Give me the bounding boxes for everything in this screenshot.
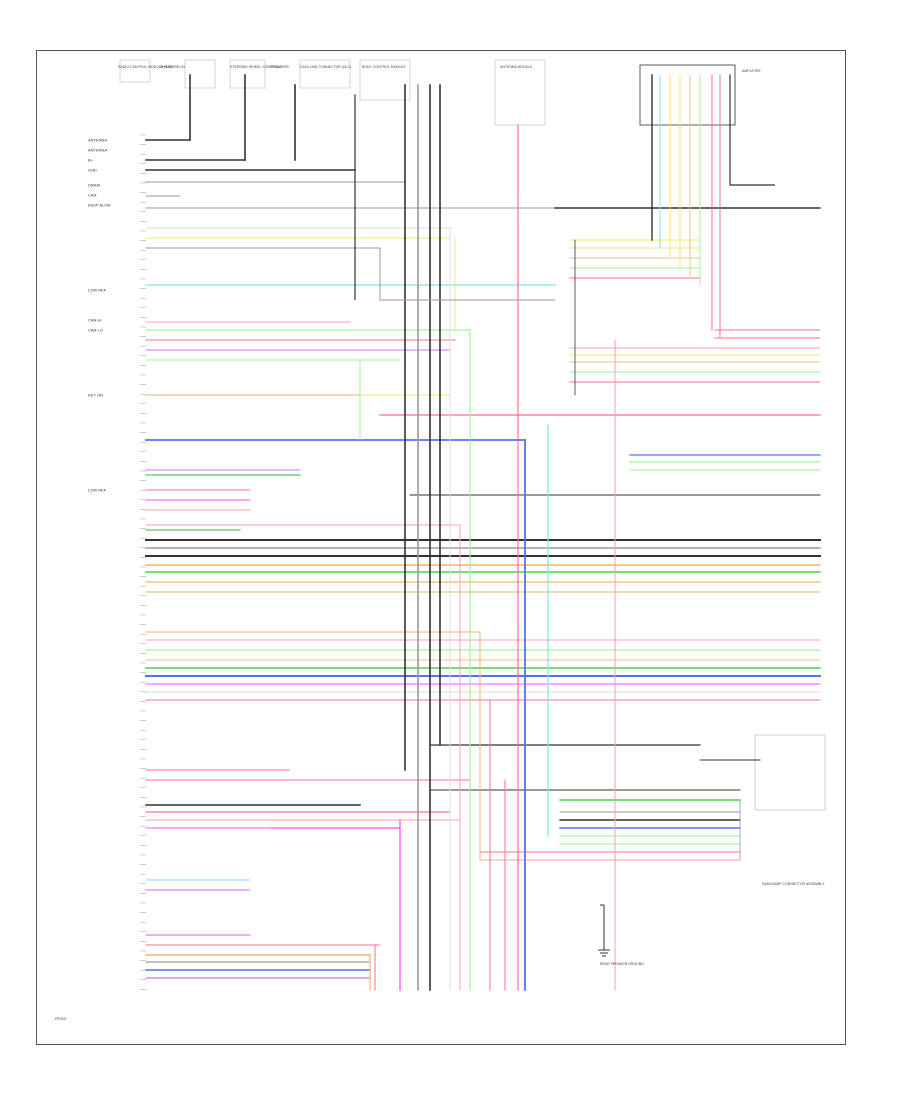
header-label-3: SPEAKERS [270, 65, 290, 69]
vertical-wires [189, 74, 775, 991]
wire-route [270, 827, 401, 990]
left-row-label: GND [88, 168, 97, 173]
right-block-label: RADIO/AMP CONNECTOR ASSEMBLY [762, 882, 825, 886]
diagram-frame [36, 50, 846, 1045]
header-label-0: RADIO CONTROL MODULE FUSE/RELAY [118, 65, 186, 69]
antenna-module-box [494, 59, 546, 126]
connector-pin-ticks [139, 134, 147, 990]
shield-box [184, 59, 216, 89]
left-row-label: LOW REF [88, 488, 107, 493]
header-label-4: DATA LINK CONNECTOR (DLC) [300, 65, 351, 69]
left-row-label: ANTENNA [88, 138, 107, 143]
left-row-label: DRAIN [88, 183, 101, 188]
corner-label: FRONT [55, 1017, 68, 1021]
header-components [119, 59, 826, 811]
header-label-5: BODY CONTROL MODULE [362, 65, 406, 69]
header-label-6: ANTENNA MODULE [500, 65, 533, 69]
header-label-7: AMPLIFIER [742, 69, 761, 73]
header-label-1: SHIELD [160, 65, 173, 69]
left-row-labels: ANTENNA ANTENNA B+ GND DRAIN CAN KEEP ALIVE LOW… [88, 138, 111, 493]
left-row-label: CAN [88, 193, 97, 198]
ground-symbol [598, 905, 610, 957]
left-row-label: KEEP ALIVE [88, 203, 111, 208]
left-row-label: B+ [88, 158, 94, 163]
left-row-label: KEY ON [88, 393, 103, 398]
header-label-2: STEERING WHEEL CONTROLS [230, 65, 282, 69]
amplifier-box [639, 64, 736, 126]
right-module-box [754, 734, 826, 811]
data-link-connector-box [299, 59, 351, 89]
header-labels: RADIO CONTROL MODULE FUSE/RELAY SHIELD S… [118, 65, 761, 73]
steering-wheel-controls-box [229, 59, 266, 89]
horizontal-wires [145, 139, 821, 979]
left-row-label: CAN LO [88, 328, 103, 333]
bottom-note: REAR SPEAKER GROUND [600, 962, 644, 966]
body-control-module-box [359, 59, 411, 101]
radio-control-module-box [119, 59, 151, 83]
left-row-label: LOW REF [88, 288, 107, 293]
left-row-label: ANTENNA [88, 148, 107, 153]
left-row-label: CAN HI [88, 318, 102, 323]
wire-route [379, 248, 555, 301]
